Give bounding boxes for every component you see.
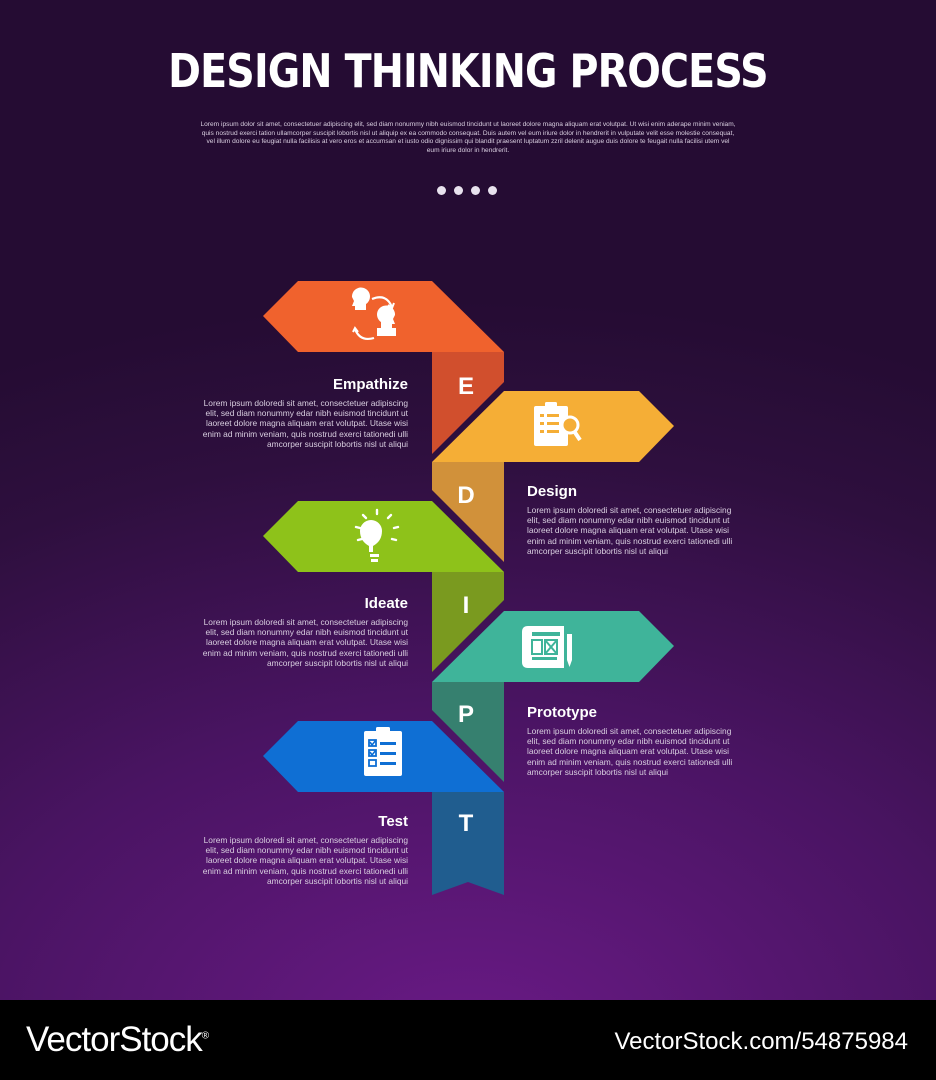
- stem-segment-d: [432, 462, 504, 562]
- step-description: Lorem ipsum doloredi sit amet, consectet…: [527, 726, 733, 777]
- pagination-dots: [437, 186, 497, 195]
- step-title: Design: [527, 483, 578, 500]
- signpost-diagram: E D I P T: [263, 281, 674, 895]
- blueprint-pencil-icon: [522, 626, 572, 668]
- two-heads-exchange-icon: [351, 287, 396, 341]
- step-letter-i: I: [463, 592, 470, 619]
- step-description: Lorem ipsum doloredi sit amet, consectet…: [202, 835, 408, 886]
- step-letter-e: E: [458, 373, 474, 400]
- checklist-clipboard-icon: [364, 727, 402, 776]
- step-title: Test: [378, 813, 408, 830]
- stem-segment-t: [432, 792, 504, 895]
- arrow-flag-ideate: [263, 501, 504, 572]
- step-description: Lorem ipsum doloredi sit amet, consectet…: [202, 398, 408, 449]
- brand-logo[interactable]: VectorStock®: [26, 1020, 209, 1060]
- step-description: Lorem ipsum doloredi sit amet, consectet…: [527, 505, 733, 556]
- step-title: Prototype: [527, 704, 598, 721]
- dot: [488, 186, 497, 195]
- dot: [454, 186, 463, 195]
- page-title: DESIGN THINKING PROCESS: [168, 44, 769, 98]
- registered-mark: ®: [201, 1030, 209, 1042]
- intro-paragraph: Lorem ipsum dolor sit amet, consectetuer…: [200, 121, 736, 154]
- step-letter-p: P: [458, 701, 474, 728]
- infographic-canvas: DESIGN THINKING PROCESS Lorem ipsum dolo…: [0, 0, 936, 1000]
- watermark-footer: VectorStock® VectorStock.com/54875984: [0, 1000, 936, 1080]
- step-title: Empathize: [332, 376, 408, 393]
- stock-id-link[interactable]: VectorStock.com/54875984: [614, 1028, 908, 1055]
- step-title: Ideate: [364, 595, 408, 612]
- lightbulb-icon: [354, 508, 400, 562]
- dot: [437, 186, 446, 195]
- stem-segment-e: [432, 352, 504, 454]
- brand-name: VectorStock: [26, 1020, 203, 1059]
- stem-segment-i: [432, 572, 504, 672]
- step-letter-t: T: [459, 810, 474, 837]
- step-description: Lorem ipsum doloredi sit amet, consectet…: [202, 617, 408, 668]
- step-letter-d: D: [457, 482, 474, 509]
- clipboard-magnifier-icon: [534, 402, 582, 446]
- dot: [471, 186, 480, 195]
- stem-segment-p: [432, 682, 504, 782]
